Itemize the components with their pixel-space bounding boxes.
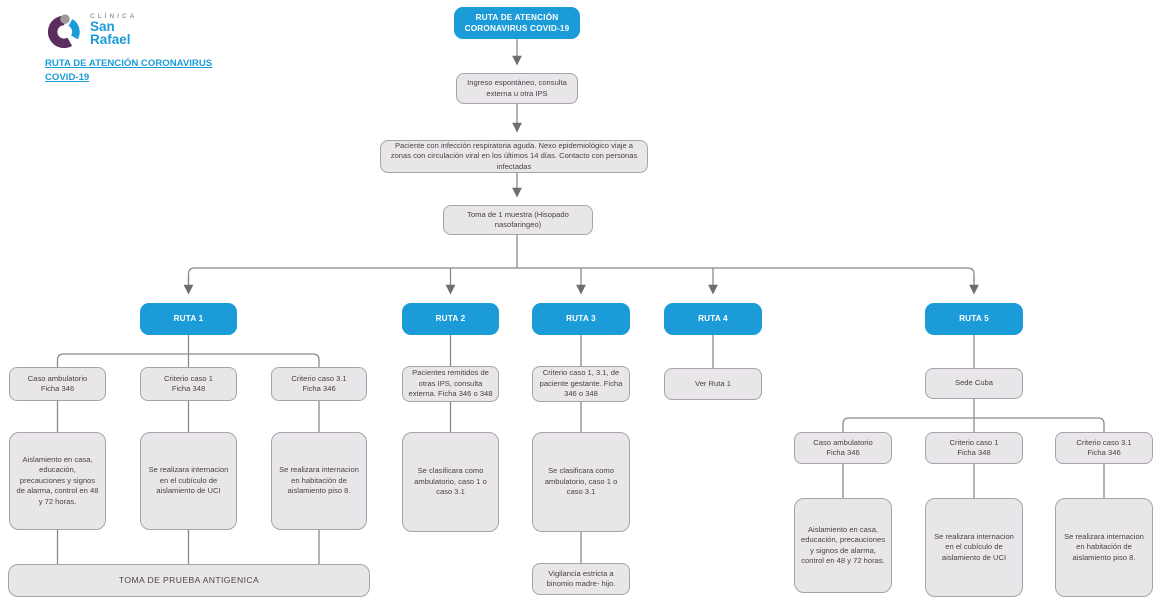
node-ruta1-aislamiento-casa: Aislamiento en casa, educación, precauci… xyxy=(9,432,106,530)
node-ruta3-vigilancia: Vigilancia estricta a binomio madre- hij… xyxy=(532,563,630,595)
node-ruta2-remitidos: Pacientes remitidos de otras IPS, consul… xyxy=(402,366,499,402)
node-ruta5: RUTA 5 xyxy=(925,303,1023,335)
node-ruta1: RUTA 1 xyxy=(140,303,237,335)
node-ruta1-internacion-piso8: Se realizara internacion en habitación d… xyxy=(271,432,367,530)
node-ruta5-sede-cuba: Sede Cuba xyxy=(925,368,1023,399)
node-ruta4: RUTA 4 xyxy=(664,303,762,335)
node-ruta5-caso-ambulatorio: Caso ambulatorio Ficha 346 xyxy=(794,432,892,464)
logo-head-dot xyxy=(60,14,70,24)
node-ruta5-criterio-caso-1: Criterio caso 1 Ficha 348 xyxy=(925,432,1023,464)
logo-clinica-text: CLÍNICA xyxy=(90,13,138,21)
node-ruta1-internacion-uci: Se realizara internacion en el cubículo … xyxy=(140,432,237,530)
node-toma-muestra: Toma de 1 muestra (Hisopado nasofaringeo… xyxy=(443,205,593,235)
logo-name-line2: Rafael xyxy=(90,32,131,47)
node-toma-prueba-antigenica: TOMA DE PRUEBA ANTIGENICA xyxy=(8,564,370,597)
node-ruta3: RUTA 3 xyxy=(532,303,630,335)
document-title-link[interactable]: RUTA DE ATENCIÓN CORONAVIRUS COVID-19 xyxy=(45,58,213,83)
node-ruta3-criterio-gestante: Criterio caso 1, 3.1, de paciente gestan… xyxy=(532,366,630,402)
node-ruta2-clasificacion: Se clasificara como ambulatorio, caso 1 … xyxy=(402,432,499,532)
san-rafael-logo: CLÍNICA San Rafael xyxy=(46,10,137,50)
node-ruta3-clasificacion: Se clasificara como ambulatorio, caso 1 … xyxy=(532,432,630,532)
node-ruta4-ver-ruta1: Ver Ruta 1 xyxy=(664,368,762,400)
clinic-logo-icon xyxy=(47,14,81,49)
logo-wordmark: CLÍNICA San Rafael xyxy=(90,13,137,47)
node-ruta2: RUTA 2 xyxy=(402,303,499,335)
node-ruta5-aislamiento-casa: Aislamiento en casa, educación, precauci… xyxy=(794,498,892,593)
connector-ruta1-split xyxy=(56,353,320,367)
connector-lines xyxy=(56,39,1105,564)
node-ruta1-criterio-caso-1: Criterio caso 1 Ficha 348 xyxy=(140,367,237,401)
node-ruta1-criterio-caso-31: Criterio caso 3.1 Ficha 346 xyxy=(271,367,367,401)
node-ruta5-criterio-caso-31: Criterio caso 3.1 Ficha 346 xyxy=(1055,432,1153,464)
node-ruta1-caso-ambulatorio: Caso ambulatorio Ficha 346 xyxy=(9,367,106,401)
node-ruta5-internacion-piso8: Se realizara internacion en habitación d… xyxy=(1055,498,1153,597)
node-paciente-infeccion: Paciente con infección respiratoria agud… xyxy=(380,140,648,173)
connector-ruta5-split xyxy=(842,417,1105,432)
logo-name-line1: San xyxy=(90,19,115,35)
node-ingreso: Ingreso espontáneo, consulta externa u o… xyxy=(456,73,578,104)
node-ruta5-internacion-uci: Se realizara internacion en el cubículo … xyxy=(925,498,1023,597)
node-root: RUTA DE ATENCIÓN CORONAVIRUS COVID-19 xyxy=(454,7,580,39)
